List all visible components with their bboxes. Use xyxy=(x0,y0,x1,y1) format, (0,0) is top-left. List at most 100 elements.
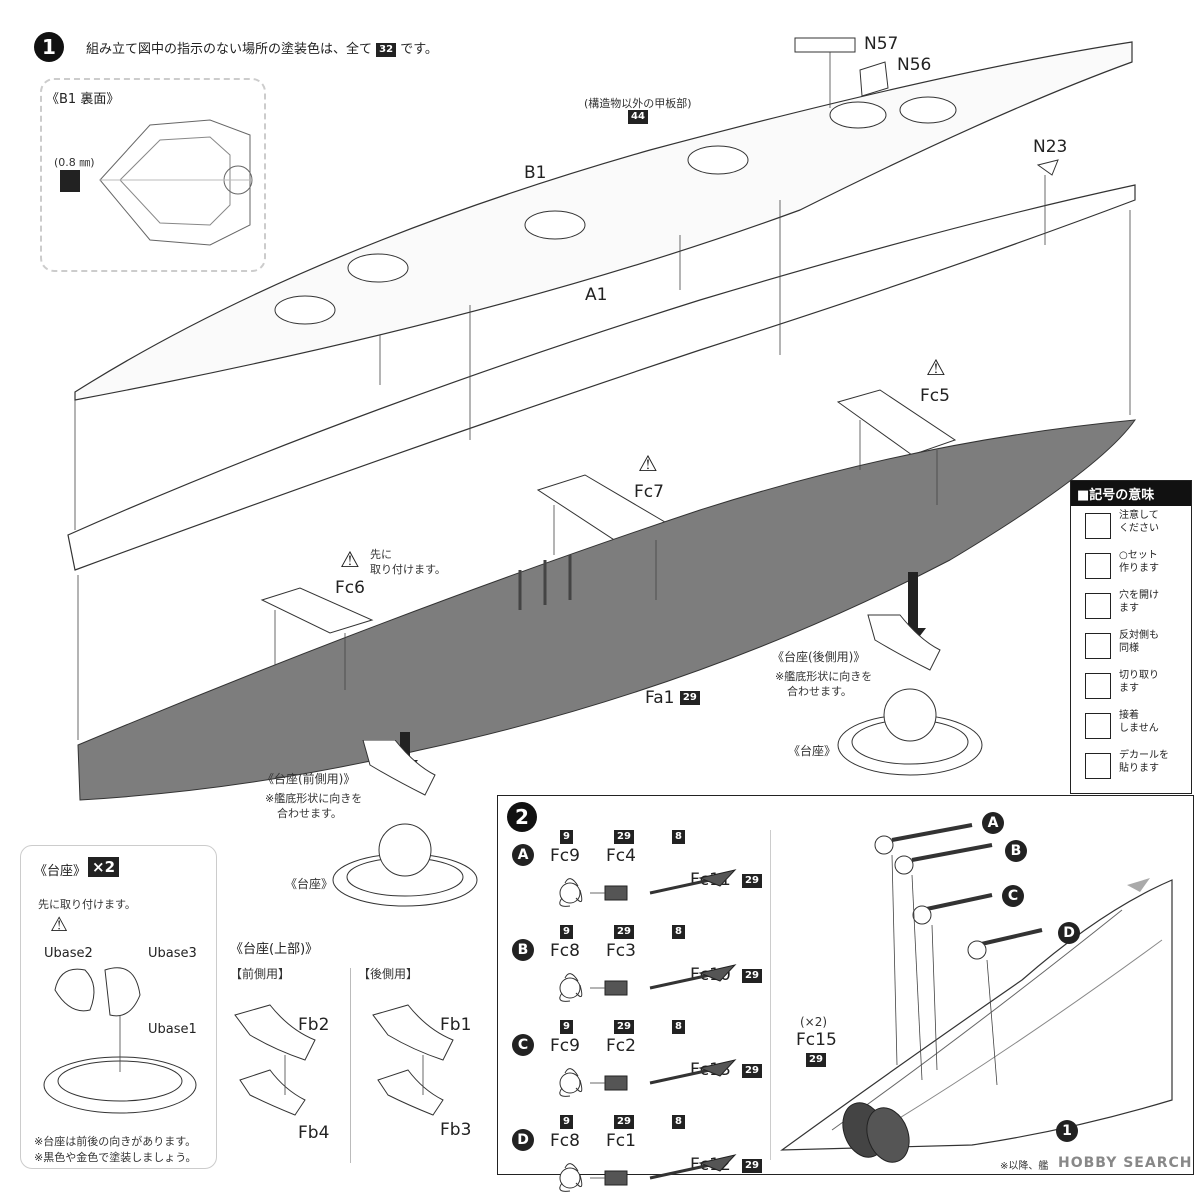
stand-box-footnote2: ※黒色や金色で塗装しましょう。 xyxy=(34,1151,197,1164)
stand-front-note1: ※艦底形状に向きを xyxy=(265,792,363,805)
instruction-post: です。 xyxy=(400,42,438,57)
part-fb3: Fb3 xyxy=(440,1120,472,1140)
stand-box-multiplier: ×2 xyxy=(88,857,120,877)
color-chip: 9 xyxy=(560,925,573,939)
stand-box-footnote1: ※台座は前後の向きがあります。 xyxy=(34,1135,197,1148)
stand-rear-drawing xyxy=(837,614,983,776)
part-label: Fc2 xyxy=(606,1036,636,1056)
legend-item: 接着しません xyxy=(1079,707,1189,745)
legend-line1: 注意して xyxy=(1119,510,1159,521)
legend-line1: 穴を開け xyxy=(1119,590,1159,601)
legend-line1: 接着 xyxy=(1119,710,1139,721)
color-chip: 9 xyxy=(560,1115,573,1129)
color-chip: 9 xyxy=(560,1020,573,1034)
part-label: Fc8 xyxy=(550,941,580,961)
x2-icon xyxy=(1085,553,1111,579)
legend-item: 穴を開けます xyxy=(1079,587,1189,625)
legend-title: ■記号の意味 xyxy=(1071,481,1191,506)
ref-step-badge: 1 xyxy=(1056,1120,1078,1142)
legend-line2: ます xyxy=(1119,603,1139,614)
color-chip: 29 xyxy=(742,969,762,983)
propeller-shaft-drawing xyxy=(559,869,737,907)
stand-rear-label: 《台座》 xyxy=(788,744,837,758)
stand-top-title: 《台座(上部)》 xyxy=(230,942,319,957)
legend-item-text: 注意してください xyxy=(1119,509,1159,535)
stand-front-drawing xyxy=(332,740,478,907)
deck-note: (構造物以外の甲板部) xyxy=(584,97,692,110)
part-fc5: Fc5 xyxy=(920,386,950,406)
stand-box-note: 先に取り付けます。 xyxy=(38,898,136,911)
propeller-shaft-drawing xyxy=(559,1059,737,1097)
color-chip: 29 xyxy=(742,1159,762,1173)
stand-front-title: 《台座(前側用)》 xyxy=(262,772,356,786)
row-letter-badge: B xyxy=(512,939,534,961)
step2-panel xyxy=(497,795,1194,1175)
stand-top-divider xyxy=(350,968,351,1163)
propeller-shaft-drawing xyxy=(559,1154,737,1192)
legend-item-text: 穴を開けます xyxy=(1119,589,1159,615)
drill-hole-icon xyxy=(1085,593,1111,619)
fa1-color-chip: 29 xyxy=(679,691,700,705)
stand-top-front-label: 【前側用】 xyxy=(230,967,291,981)
ubase3-label: Ubase3 xyxy=(148,946,197,961)
legend-line1: ○セット xyxy=(1119,550,1158,561)
legend-item-text: ○セット作ります xyxy=(1119,549,1159,575)
fc15-qty: (×2) xyxy=(800,1015,828,1029)
color-chip: 29 xyxy=(614,925,634,939)
part-fb2: Fb2 xyxy=(298,1015,330,1035)
stand-rear-note1: ※艦底形状に向きを xyxy=(775,670,873,683)
part-n56: N56 xyxy=(897,55,932,75)
b1-underside-box xyxy=(40,78,266,272)
color-chip: 8 xyxy=(672,925,685,939)
drill-hole-icon xyxy=(60,170,80,192)
warning-icon: ⚠ xyxy=(638,452,658,477)
step2-divider xyxy=(770,830,771,1160)
color-chip: 29 xyxy=(742,1064,762,1078)
ship-exploded-drawing xyxy=(67,37,1137,801)
b1-underside-drawing xyxy=(99,119,253,246)
fc6-note-line2: 取り付けます。 xyxy=(370,563,446,576)
hole-size-label: (0.8 ㎜) xyxy=(54,156,95,169)
step2-footer-note: ※以降、艦 xyxy=(1000,1161,1049,1172)
ubase2-label: Ubase2 xyxy=(44,946,93,961)
stand-top-rear-label: 【後側用】 xyxy=(358,967,419,981)
part-label: Fc4 xyxy=(606,846,636,866)
step2-stern-drawing xyxy=(780,823,1173,1163)
step1-instruction: 組み立て図中の指示のない場所の塗装色は、全て 32 です。 xyxy=(86,38,438,57)
fc6-note: 先に 取り付けます。 xyxy=(370,547,446,577)
instruction-pre: 組み立て図中の指示のない場所の塗装色は、全て xyxy=(86,42,373,57)
part-fb1: Fb1 xyxy=(440,1015,472,1035)
legend-item-text: 切り取ります xyxy=(1119,669,1159,695)
part-fc7: Fc7 xyxy=(634,482,664,502)
legend-line2: ください xyxy=(1119,523,1159,534)
legend-item: デカールを貼ります xyxy=(1079,747,1189,785)
legend-item-text: 接着しません xyxy=(1119,709,1159,735)
legend-line2: 同様 xyxy=(1119,643,1139,654)
warning-icon xyxy=(1085,513,1111,539)
part-label: Fc3 xyxy=(606,941,636,961)
shaft-letter-badge: A xyxy=(982,812,1004,834)
b1-underside-title: 《B1 裏面》 xyxy=(46,92,120,107)
fc15-color-chip: 29 xyxy=(806,1053,826,1067)
legend-item: 反対側も同様 xyxy=(1079,627,1189,665)
stand-box-drawing xyxy=(43,967,197,1114)
legend-line2: 貼ります xyxy=(1119,763,1159,774)
part-fc6: Fc6 xyxy=(335,578,365,598)
legend-line1: 切り取り xyxy=(1119,670,1159,681)
legend-line1: 反対側も xyxy=(1119,630,1159,641)
part-label: Fc8 xyxy=(550,1131,580,1151)
stand-rear-title: 《台座(後側用)》 xyxy=(772,650,866,664)
legend-item: 注意してください xyxy=(1079,507,1189,545)
stand-rear-note2: 合わせます。 xyxy=(787,685,852,698)
color-chip: 9 xyxy=(560,830,573,844)
stand-front-label: 《台座》 xyxy=(285,877,334,891)
decal-icon xyxy=(1085,753,1111,779)
instruction-color-chip: 32 xyxy=(376,42,397,57)
stand-box-title: 《台座》 xyxy=(34,864,87,879)
no-glue-icon xyxy=(1085,713,1111,739)
stand-top-rear-drawing xyxy=(372,1004,454,1116)
propeller-shaft-drawing xyxy=(559,964,737,1002)
color-chip: 29 xyxy=(614,830,634,844)
stand-front-note2: 合わせます。 xyxy=(277,807,342,820)
warning-icon: ⚠ xyxy=(340,548,360,573)
